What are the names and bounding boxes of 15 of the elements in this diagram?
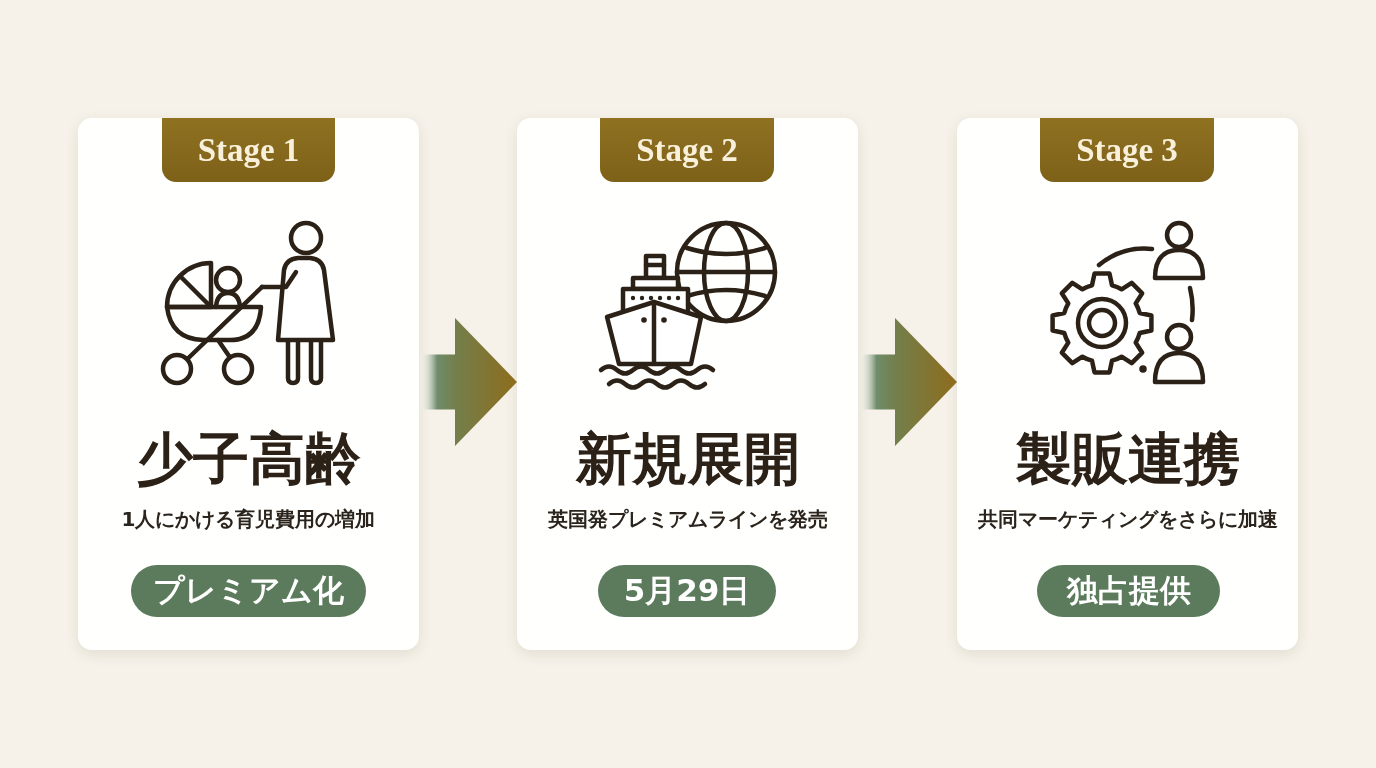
stage-badge: Stage 2 [600,118,774,182]
stage-badge: Stage 3 [1040,118,1214,182]
card-title: 少子高齢 [136,430,361,486]
card-title: 新規展開 [575,430,800,486]
card-subtitle: 共同マーケティングをさらに加速 [977,507,1278,531]
card-subtitle: 英国発プレミアムラインを発売 [547,507,828,531]
keyword-pill: 独占提供 [1037,565,1220,617]
stage-badge: Stage 1 [162,118,335,182]
keyword-pill: プレミアム化 [131,565,366,617]
card-title: 製販連携 [1015,430,1240,486]
card-subtitle: 1人にかける育児費用の増加 [121,507,376,531]
keyword-pill: 5月29日 [598,565,776,617]
stage-card [957,118,1298,650]
stage-card [517,118,858,650]
stage-card [78,118,419,650]
